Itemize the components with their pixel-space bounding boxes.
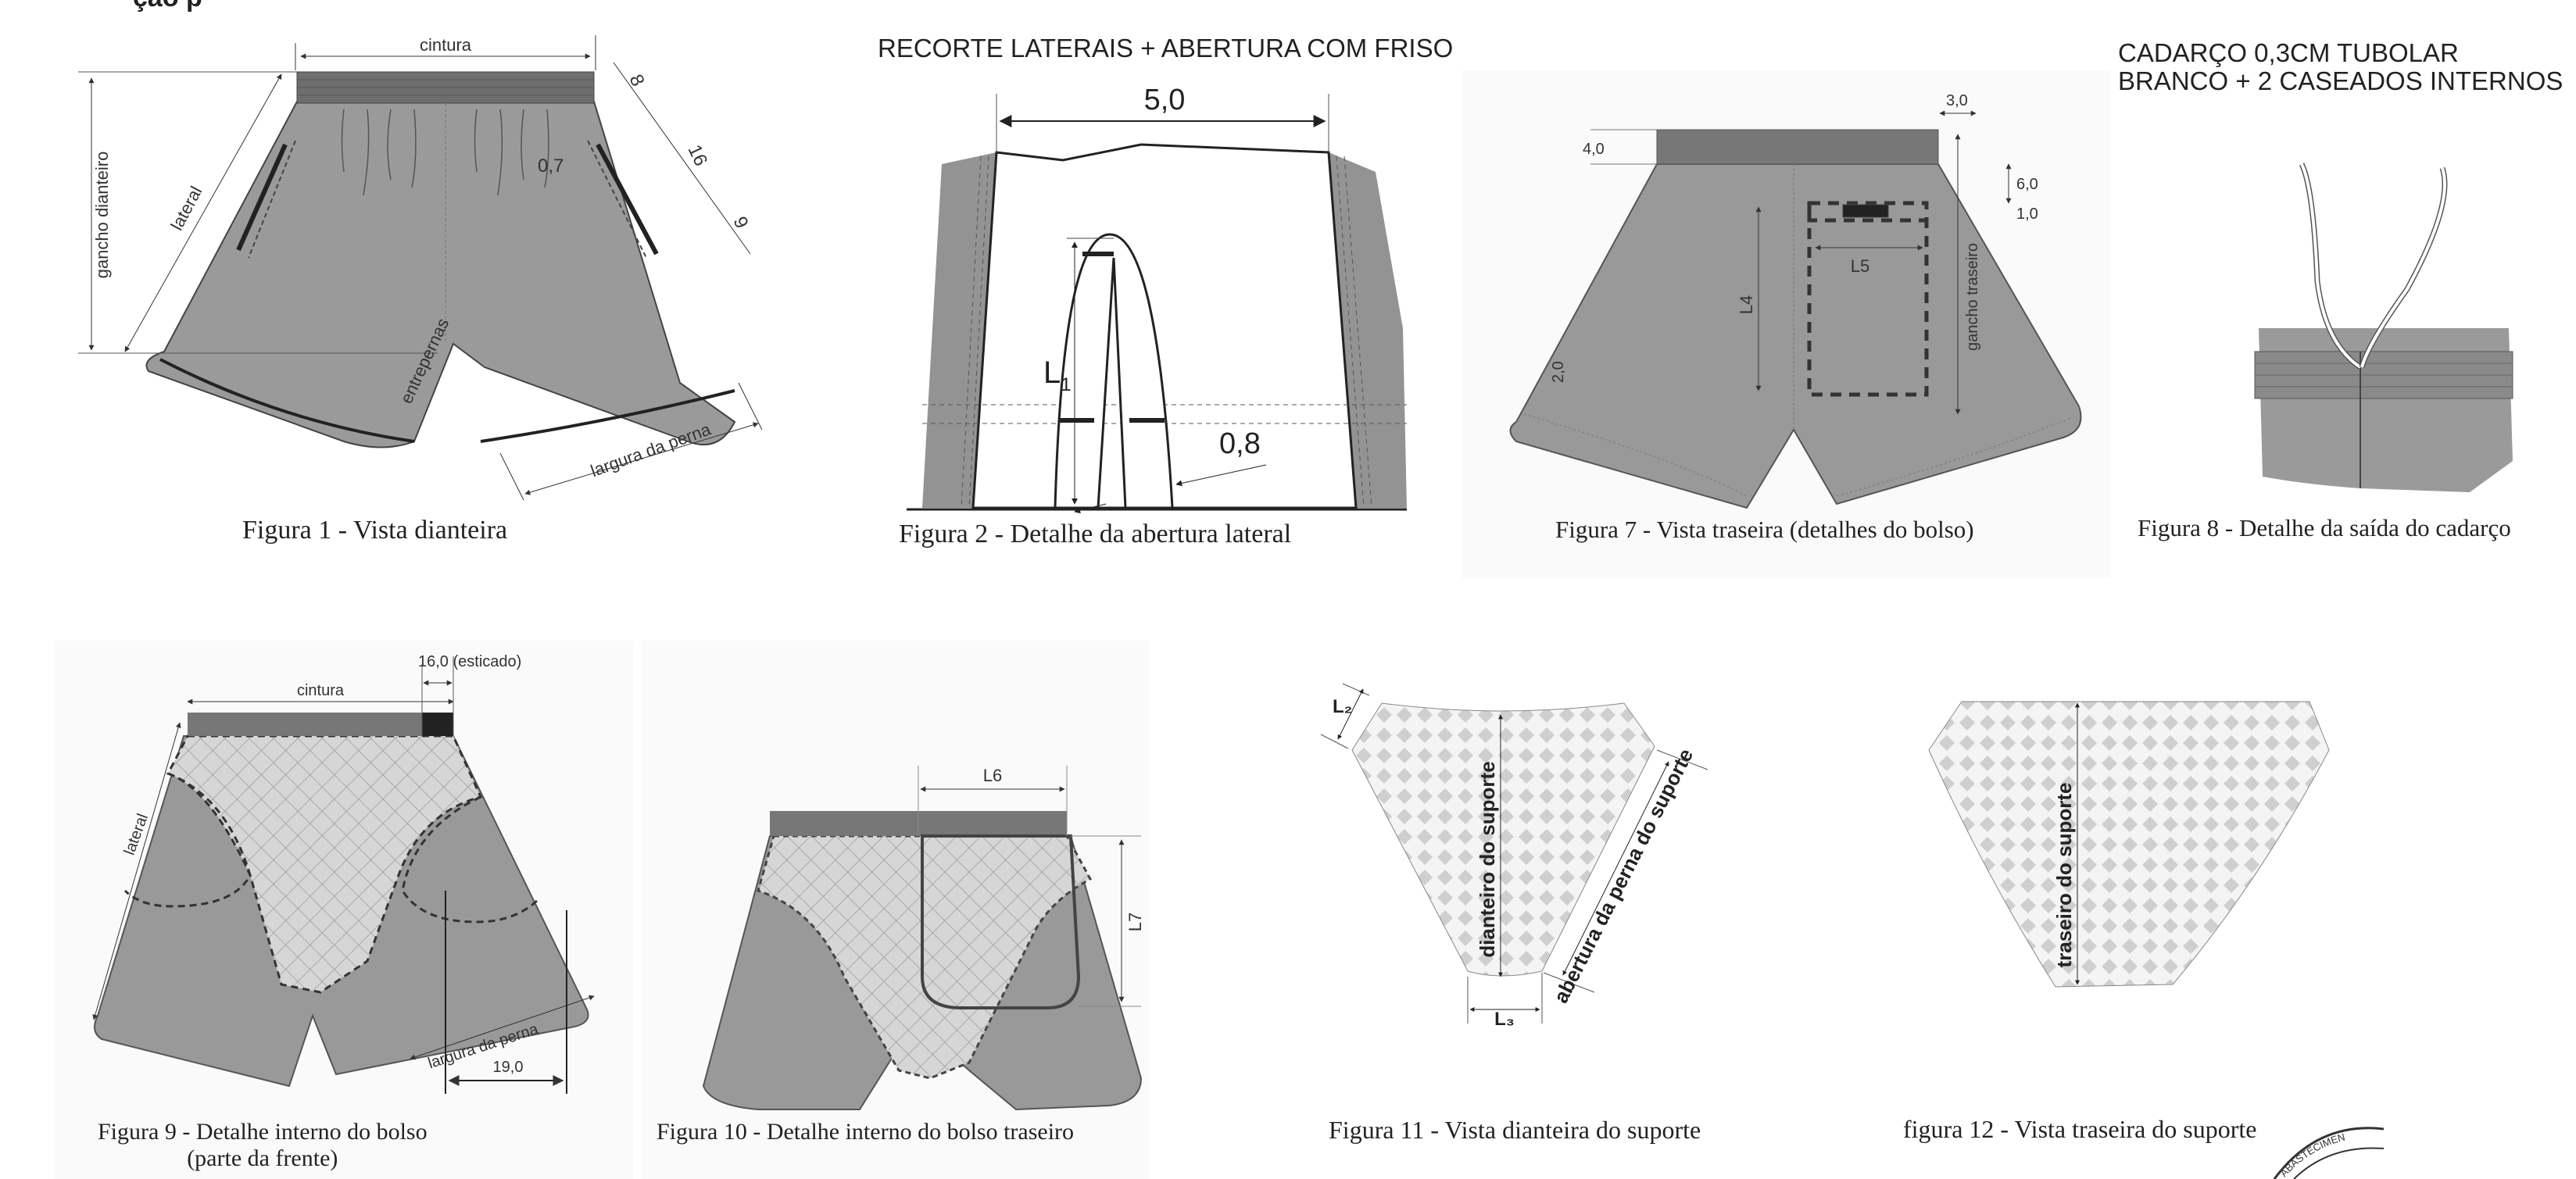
dim-l2: L₂ xyxy=(1333,696,1352,717)
dim-l6: L6 xyxy=(983,766,1002,785)
dim-cintura: cintura xyxy=(420,35,472,55)
shorts-back-body xyxy=(1509,163,2082,509)
figure-7-caption: Figura 7 - Vista traseira (detalhes do b… xyxy=(1555,516,1974,543)
dim-l5: L5 xyxy=(1851,256,1869,276)
figure-12-drawing: traseiro do suporte xyxy=(1928,701,2330,988)
svg-text:ABASTECIMEN: ABASTECIMEN xyxy=(2277,1131,2346,1179)
pocket-right xyxy=(596,143,659,255)
figure-2-drawing: L1 5,0 0,8 xyxy=(907,84,1407,514)
dim-9: 9 xyxy=(729,213,753,232)
dim-19-0: 19,0 xyxy=(493,1059,524,1076)
opening-band xyxy=(1054,233,1174,509)
dim-8: 8 xyxy=(625,71,649,90)
note-line-1: CADARÇO 0,3CM TUBOLAR xyxy=(2118,38,2459,67)
dim-cintura: cintura xyxy=(297,682,345,699)
figure-12: traseiro do suporte figura 12 - Vista tr… xyxy=(1876,672,2384,1179)
figure-1: cintura gancho dianteiro lateral entrepe… xyxy=(47,16,797,563)
figure-1-drawing: cintura gancho dianteiro lateral entrepe… xyxy=(78,35,763,501)
pocket-label xyxy=(1842,204,1889,218)
dim-4-0: 4,0 xyxy=(1583,141,1605,158)
dim-traseiro-suporte: traseiro do suporte xyxy=(2052,783,2076,968)
dim-3-0: 3,0 xyxy=(1946,92,1968,109)
dim-0-8: 0,8 xyxy=(1219,427,1261,460)
pocket-bag-left xyxy=(123,772,252,908)
dim-l7: L7 xyxy=(1125,913,1145,931)
support-back xyxy=(1928,701,2330,988)
dim-gancho-dianteiro: gancho dianteiro xyxy=(92,152,112,279)
dim-16: 16 xyxy=(684,141,712,170)
figure-9-caption: Figura 9 - Detalhe interno do bolso (par… xyxy=(98,1119,428,1172)
figure-9-drawing: cintura 16,0 (esticado) lateral largura … xyxy=(92,653,595,1094)
figure-10-caption: Figura 10 - Detalhe interno do bolso tra… xyxy=(657,1119,1075,1145)
figure-8-note: CADARÇO 0,3CM TUBOLAR BRANCO + 2 CASEADO… xyxy=(2118,39,2563,95)
lining-mesh xyxy=(757,834,1093,1080)
figure-2-note: RECORTE LATERAIS + ABERTURA COM FRISO xyxy=(878,34,1454,63)
waistband-stretch xyxy=(422,713,453,736)
dim-l3: L₃ xyxy=(1494,1009,1515,1030)
figure-8-drawing xyxy=(2254,163,2513,492)
pocket-bag-right xyxy=(401,795,541,924)
figure-8: Figura 8 - Detalhe da saída do cadarço xyxy=(2126,94,2576,563)
dim-l4: L4 xyxy=(1737,295,1756,314)
figure-9: cintura 16,0 (esticado) lateral largura … xyxy=(55,641,633,1179)
figure-11: dianteiro do suporte L₂ L₃ abertura da p… xyxy=(1313,664,1829,1179)
figure-7: L5 L4 gancho traseiro 4,0 3,0 6,0 1,0 2,… xyxy=(1462,70,2110,578)
figure-1-caption: Figura 1 - Vista dianteira xyxy=(242,516,508,545)
figure-11-caption: Figura 11 - Vista dianteira do suporte xyxy=(1329,1116,1701,1144)
dim-6-0: 6,0 xyxy=(2016,176,2038,193)
support-front xyxy=(1351,702,1655,977)
caption-line-2: (parte da frente) xyxy=(187,1145,338,1171)
figure-10-drawing: L6 L7 xyxy=(702,766,1145,1111)
dim-esticado: 16,0 (esticado) xyxy=(418,653,521,670)
fabric-right xyxy=(1329,152,1407,508)
dim-l1: L1 xyxy=(1043,355,1072,395)
figure-2-caption: Figura 2 - Detalhe da abertura lateral xyxy=(899,520,1292,548)
figure-7-drawing: L5 L4 gancho traseiro 4,0 3,0 6,0 1,0 2,… xyxy=(1509,92,2082,509)
dim-5-0: 5,0 xyxy=(1144,84,1186,116)
figure-2: L1 5,0 0,8 Figura 2 - Detalhe da abertur… xyxy=(899,78,1407,563)
figure-8-caption: Figura 8 - Detalhe da saída do cadarço xyxy=(2138,514,2511,541)
shorts-front-body xyxy=(145,101,736,448)
dim-1-0: 1,0 xyxy=(2016,205,2038,223)
stamp-text: ABASTECIMEN xyxy=(2277,1131,2346,1179)
figure-10: L6 L7 Figura 10 - Detalhe interno do bol… xyxy=(641,641,1149,1179)
header-fragment: ção p xyxy=(133,0,202,13)
dim-gancho-traseiro: gancho traseiro xyxy=(1964,243,1981,351)
figure-12-caption: figura 12 - Vista traseira do suporte xyxy=(1903,1115,2257,1143)
back-pocket-bag xyxy=(921,834,1081,1009)
dim-dianteiro-suporte: dianteiro do suporte xyxy=(1476,761,1499,957)
dim-2-0: 2,0 xyxy=(1550,361,1567,383)
note-line-2: BRANCO + 2 CASEADOS INTERNOS xyxy=(2118,66,2563,95)
stamp: ABASTECIMEN xyxy=(2273,1127,2384,1179)
figure-11-drawing: dianteiro do suporte L₂ L₃ abertura da p… xyxy=(1320,683,1708,1030)
caption-line-1: Figura 9 - Detalhe interno do bolso xyxy=(98,1119,428,1145)
waistband xyxy=(1656,129,1939,165)
dim-lateral: lateral xyxy=(166,183,206,234)
lining-mesh xyxy=(166,734,483,994)
dim-0-7: 0,7 xyxy=(538,155,564,177)
waistband xyxy=(188,713,422,736)
